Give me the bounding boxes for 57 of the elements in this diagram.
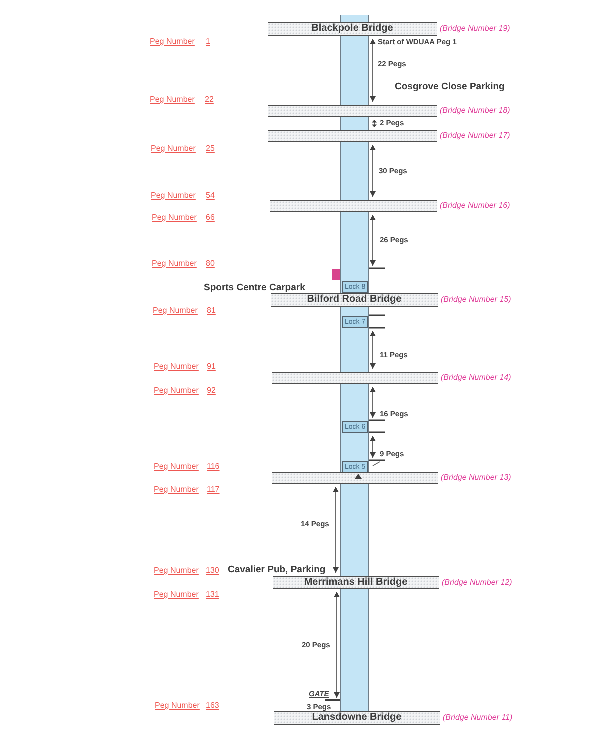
peg-number-value: 80 [206, 260, 215, 268]
bridge [268, 22, 437, 36]
lock [342, 316, 368, 328]
bridge [270, 200, 437, 212]
bridge [268, 130, 437, 142]
peg-number-value: 66 [206, 214, 215, 222]
peg-number-value: 131 [206, 591, 220, 599]
peg-number-label: Peg Number [154, 486, 199, 494]
bridge [273, 576, 439, 589]
peg-number-label: Peg Number [154, 363, 199, 371]
peg-number-label: Peg Number [153, 307, 198, 315]
peg-number-value: 116 [207, 463, 220, 471]
peg-number-value: 22 [205, 96, 214, 104]
bridge-name: Merrimans Hill Bridge [304, 578, 408, 588]
bridge [268, 105, 437, 117]
peg-number-label: Peg Number [152, 260, 197, 268]
bridge-number-label: (Bridge Number 12) [442, 578, 512, 586]
peg-number-value: 130 [206, 567, 220, 575]
bridge-number-label: (Bridge Number 15) [441, 296, 512, 304]
lock [342, 281, 368, 293]
peg-number-value: 117 [207, 486, 220, 494]
bridge-number-label: (Bridge Number 13) [441, 474, 512, 482]
peg-number-label: Peg Number [155, 702, 200, 710]
peg-number-label: Peg Number [151, 192, 196, 200]
peg-number-label: Peg Number [154, 387, 199, 395]
bridge-number-label: (Bridge Number 18) [440, 107, 510, 115]
peg-number-value: 91 [207, 363, 216, 371]
peg-number-label: Peg Number [154, 463, 199, 471]
bridge [272, 372, 438, 384]
lock [342, 421, 368, 433]
landmark-label: Cosgrove Close Parking [395, 82, 505, 92]
peg-number-label: Peg Number [154, 591, 199, 599]
landmark-label: Cavalier Pub, Parking [228, 565, 326, 575]
bridge-name: Bilford Road Bridge [307, 295, 402, 305]
bridge-name: Lansdowne Bridge [312, 713, 402, 723]
peg-number-value: 25 [206, 145, 215, 153]
bridge [274, 711, 440, 725]
bridge-number-label: (Bridge Number 17) [440, 132, 510, 140]
peg-number-label: Peg Number [151, 145, 196, 153]
peg-number-value: 81 [207, 307, 216, 315]
bridge-number-label: (Bridge Number 14) [441, 374, 512, 382]
peg-number-label: Peg Number [150, 38, 195, 46]
lock [342, 461, 368, 473]
peg-number-label: Peg Number [152, 214, 197, 222]
peg-number-label: Peg Number [150, 96, 195, 104]
bridge [271, 293, 438, 307]
bridge [272, 472, 438, 484]
bridge-number-label: (Bridge Number 19) [440, 25, 510, 33]
bridge-name: Blackpole Bridge [312, 24, 394, 34]
peg-number-value: 163 [206, 702, 220, 710]
peg-number-value: 54 [206, 192, 215, 200]
landmark-label: Sports Centre Carpark [204, 283, 306, 293]
bridge-number-label: (Bridge Number 16) [440, 202, 510, 210]
peg-number-label: Peg Number [154, 567, 199, 575]
peg-number-value: 1 [206, 38, 210, 46]
bridge-number-label: (Bridge Number 11) [443, 714, 513, 722]
peg-number-value: 92 [207, 387, 216, 395]
